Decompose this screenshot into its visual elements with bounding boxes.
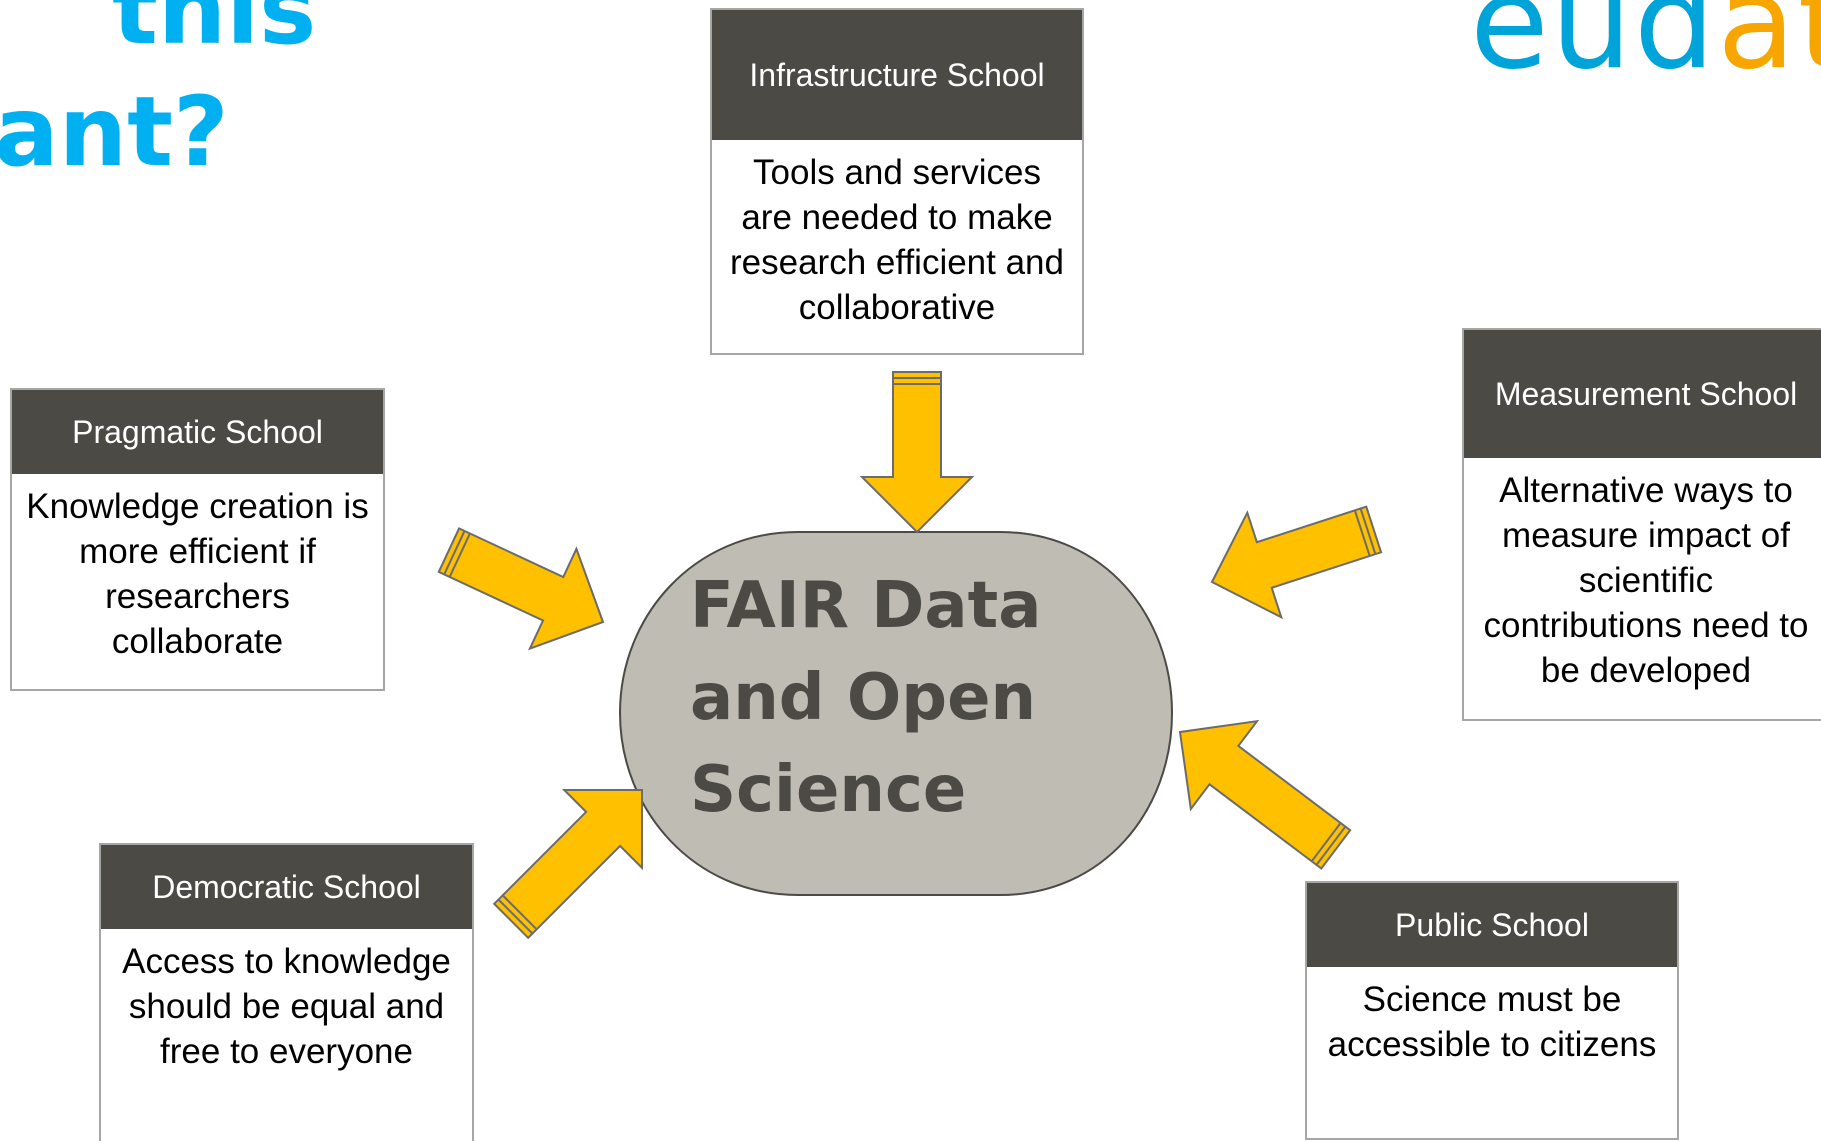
center-shape — [618, 531, 1174, 896]
school-box-democratic: Democratic School Access to knowledge sh… — [99, 843, 474, 1141]
slide-title-fragment-2: ant? — [0, 76, 229, 188]
school-name: Measurement School — [1464, 330, 1821, 458]
arrow-democratic — [492, 789, 643, 940]
school-description: Tools and services are needed to make re… — [729, 153, 1064, 327]
arrow-pragmatic — [437, 527, 605, 651]
school-box-pragmatic: Pragmatic School Knowledge creation is m… — [10, 388, 385, 691]
school-description: Science must be accessible to citizens — [1327, 980, 1657, 1064]
logo-text-blue: eud — [1470, 0, 1718, 98]
arrow-public — [1178, 719, 1352, 870]
school-description: Access to knowledge should be equal and … — [122, 942, 451, 1071]
school-box-public: Public School Science must be accessible… — [1305, 881, 1679, 1140]
center-label: FAIR Data and Open Science — [690, 569, 1042, 827]
school-description: Knowledge creation is more efficient if … — [26, 487, 369, 661]
school-name: Pragmatic School — [12, 390, 383, 474]
school-name: Infrastructure School — [712, 10, 1082, 140]
logo: eudat — [1470, 0, 1821, 88]
arrow-infrastructure — [859, 371, 975, 534]
slide-title-fragment-1: this — [112, 0, 317, 66]
logo-text-orange: at — [1717, 0, 1821, 98]
school-box-measurement: Measurement School Alternative ways to m… — [1462, 328, 1821, 721]
school-name: Democratic School — [101, 845, 472, 929]
school-name: Public School — [1307, 883, 1677, 967]
school-box-infrastructure: Infrastructure School Tools and services… — [710, 8, 1084, 355]
school-description: Alternative ways to measure impact of sc… — [1483, 471, 1809, 690]
arrow-measurement — [1210, 505, 1383, 620]
